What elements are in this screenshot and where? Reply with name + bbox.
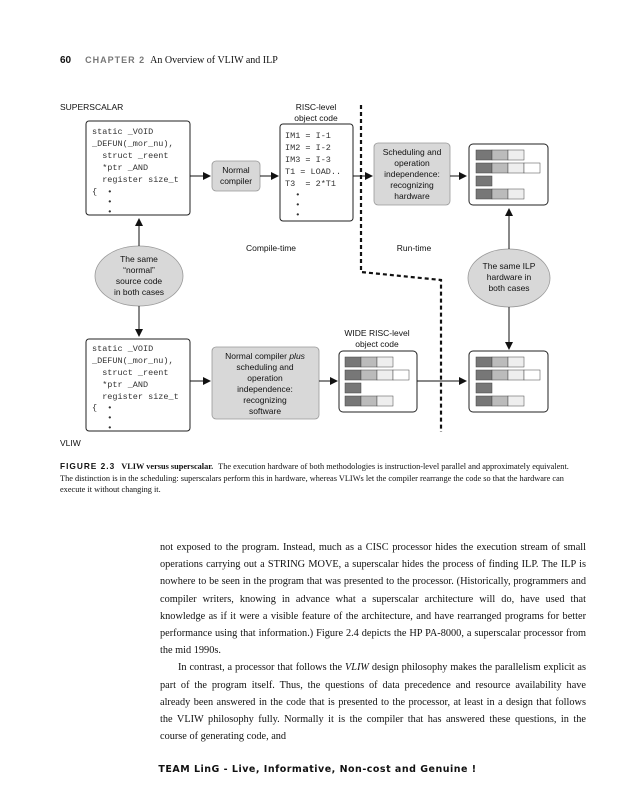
same-ilp-hardware-ellipse: The same ILP hardware in both cases (467, 248, 551, 308)
sched-hw-line: Scheduling and (383, 147, 442, 157)
risc-line: IM3 = I-3 (285, 155, 331, 165)
instruction-row (475, 175, 493, 187)
risc-line: • (285, 190, 300, 200)
src-line: • (92, 197, 112, 207)
risc-line: T1 = LOAD.. (285, 167, 341, 177)
src-line: • (92, 423, 112, 433)
compile-run-boundary (359, 105, 443, 432)
same-ilp-line: hardware in (487, 272, 532, 282)
risc-object-code-box: IM1 = I-1 IM2 = I-2 IM3 = I-3 T1 = LOAD.… (279, 123, 354, 222)
running-header: 60 CHAPTER 2 An Overview of VLIW and ILP (60, 55, 278, 66)
instruction-row (475, 395, 525, 407)
sched-hw-line: recognizing (390, 180, 434, 190)
same-ilp-line: The same ILP (483, 261, 536, 271)
normal-compiler-line1: Normal (222, 165, 250, 175)
src-line: { • (92, 403, 112, 413)
chapter-title: An Overview of VLIW and ILP (150, 55, 278, 66)
scheduling-hardware-box: Scheduling and operation independence: r… (373, 142, 451, 206)
paragraph: not exposed to the program. Instead, muc… (160, 542, 586, 657)
src-line: register size_t (92, 175, 179, 185)
vliw-compiler-line: software (249, 406, 281, 416)
vliw-source-box: static _VOID _DEFUN(_mor_nu), struct _re… (85, 338, 191, 433)
vliw-compiler-line: recognizing (243, 395, 287, 405)
instruction-row (344, 356, 394, 368)
compile-time-label: Compile-time (246, 243, 296, 253)
figure-number: FIGURE 2.3 (60, 461, 116, 471)
same-ilp-line: both cases (488, 283, 529, 293)
wide-risc-object-code-box (338, 350, 418, 413)
vliw-compiler-line: operation (247, 373, 283, 383)
instruction-row (475, 369, 541, 381)
sched-hw-line: hardware (394, 191, 430, 201)
src-line: *ptr _AND (92, 163, 148, 173)
sched-hw-line: independence: (384, 169, 440, 179)
risc-line: IM1 = I-1 (285, 131, 331, 141)
figure-caption-text: The execution hardware of both methodolo… (60, 462, 569, 494)
instruction-row (475, 149, 525, 161)
superscalar-label: SUPERSCALAR (60, 102, 123, 112)
same-source-line: “normal” (123, 265, 155, 275)
src-line: *ptr _AND (92, 380, 148, 390)
sched-hw-line: operation (394, 158, 430, 168)
src-line: • (92, 413, 112, 423)
risc-level-label-line2: object code (294, 113, 338, 123)
src-line: static _VOID (92, 127, 153, 137)
footer-watermark: TEAM LinG - Live, Informative, Non-cost … (158, 764, 477, 775)
paragraph: In contrast, a processor that follows th… (160, 662, 586, 743)
normal-compiler-box: Normal compiler (211, 160, 261, 192)
wide-risc-label-line1: WIDE RISC-level (344, 328, 409, 338)
src-line: { • (92, 187, 112, 197)
figure-caption: FIGURE 2.3 VLIW versus superscalar. The … (60, 461, 580, 496)
figure-title: VLIW versus superscalar. (121, 462, 214, 471)
src-line: static _VOID (92, 344, 153, 354)
risc-level-label-line1: RISC-level (296, 102, 337, 112)
src-line: struct _reent (92, 368, 169, 378)
risc-line: • (285, 210, 300, 220)
src-line: _DEFUN(_mor_nu), (91, 356, 174, 366)
vliw-compiler-box: Normal compiler plus scheduling and oper… (211, 346, 320, 420)
instruction-row (475, 356, 525, 368)
instruction-row (344, 369, 410, 381)
wide-risc-label-line2: object code (355, 339, 399, 349)
page-number: 60 (60, 55, 72, 66)
risc-line: IM2 = I-2 (285, 143, 331, 153)
same-source-line: source code (116, 276, 163, 286)
src-line: register size_t (92, 392, 179, 402)
same-source-ellipse: The same “normal” source code in both ca… (94, 245, 184, 307)
run-time-label: Run-time (397, 243, 432, 253)
src-line: _DEFUN(_mor_nu), (91, 139, 174, 149)
same-source-line: The same (120, 254, 158, 264)
instruction-row (475, 188, 525, 200)
same-source-line: in both cases (114, 287, 164, 297)
instruction-row (344, 382, 362, 394)
vliw-label: VLIW (60, 438, 81, 448)
body-text: not exposed to the program. Instead, muc… (160, 539, 586, 745)
superscalar-source-box: static _VOID _DEFUN(_mor_nu), struct _re… (85, 120, 191, 217)
normal-compiler-line2: compiler (220, 176, 252, 186)
src-line: • (92, 207, 112, 217)
chapter-label: CHAPTER 2 (85, 55, 146, 65)
risc-line: • (285, 200, 300, 210)
instruction-row (344, 395, 394, 407)
vliw-compiler-line: independence: (237, 384, 293, 394)
vliw-compiler-line: Normal compiler plus (225, 351, 306, 361)
src-line: struct _reent (92, 151, 169, 161)
risc-line: T3 = 2*T1 (285, 179, 336, 189)
vliw-ilp-hardware-box (468, 350, 549, 413)
instruction-row (475, 382, 493, 394)
instruction-row (475, 162, 541, 174)
vliw-compiler-line: scheduling and (236, 362, 293, 372)
vliw-vs-superscalar-diagram: SUPERSCALAR VLIW RISC-level object code … (60, 102, 551, 448)
superscalar-ilp-hardware-box (468, 143, 549, 206)
